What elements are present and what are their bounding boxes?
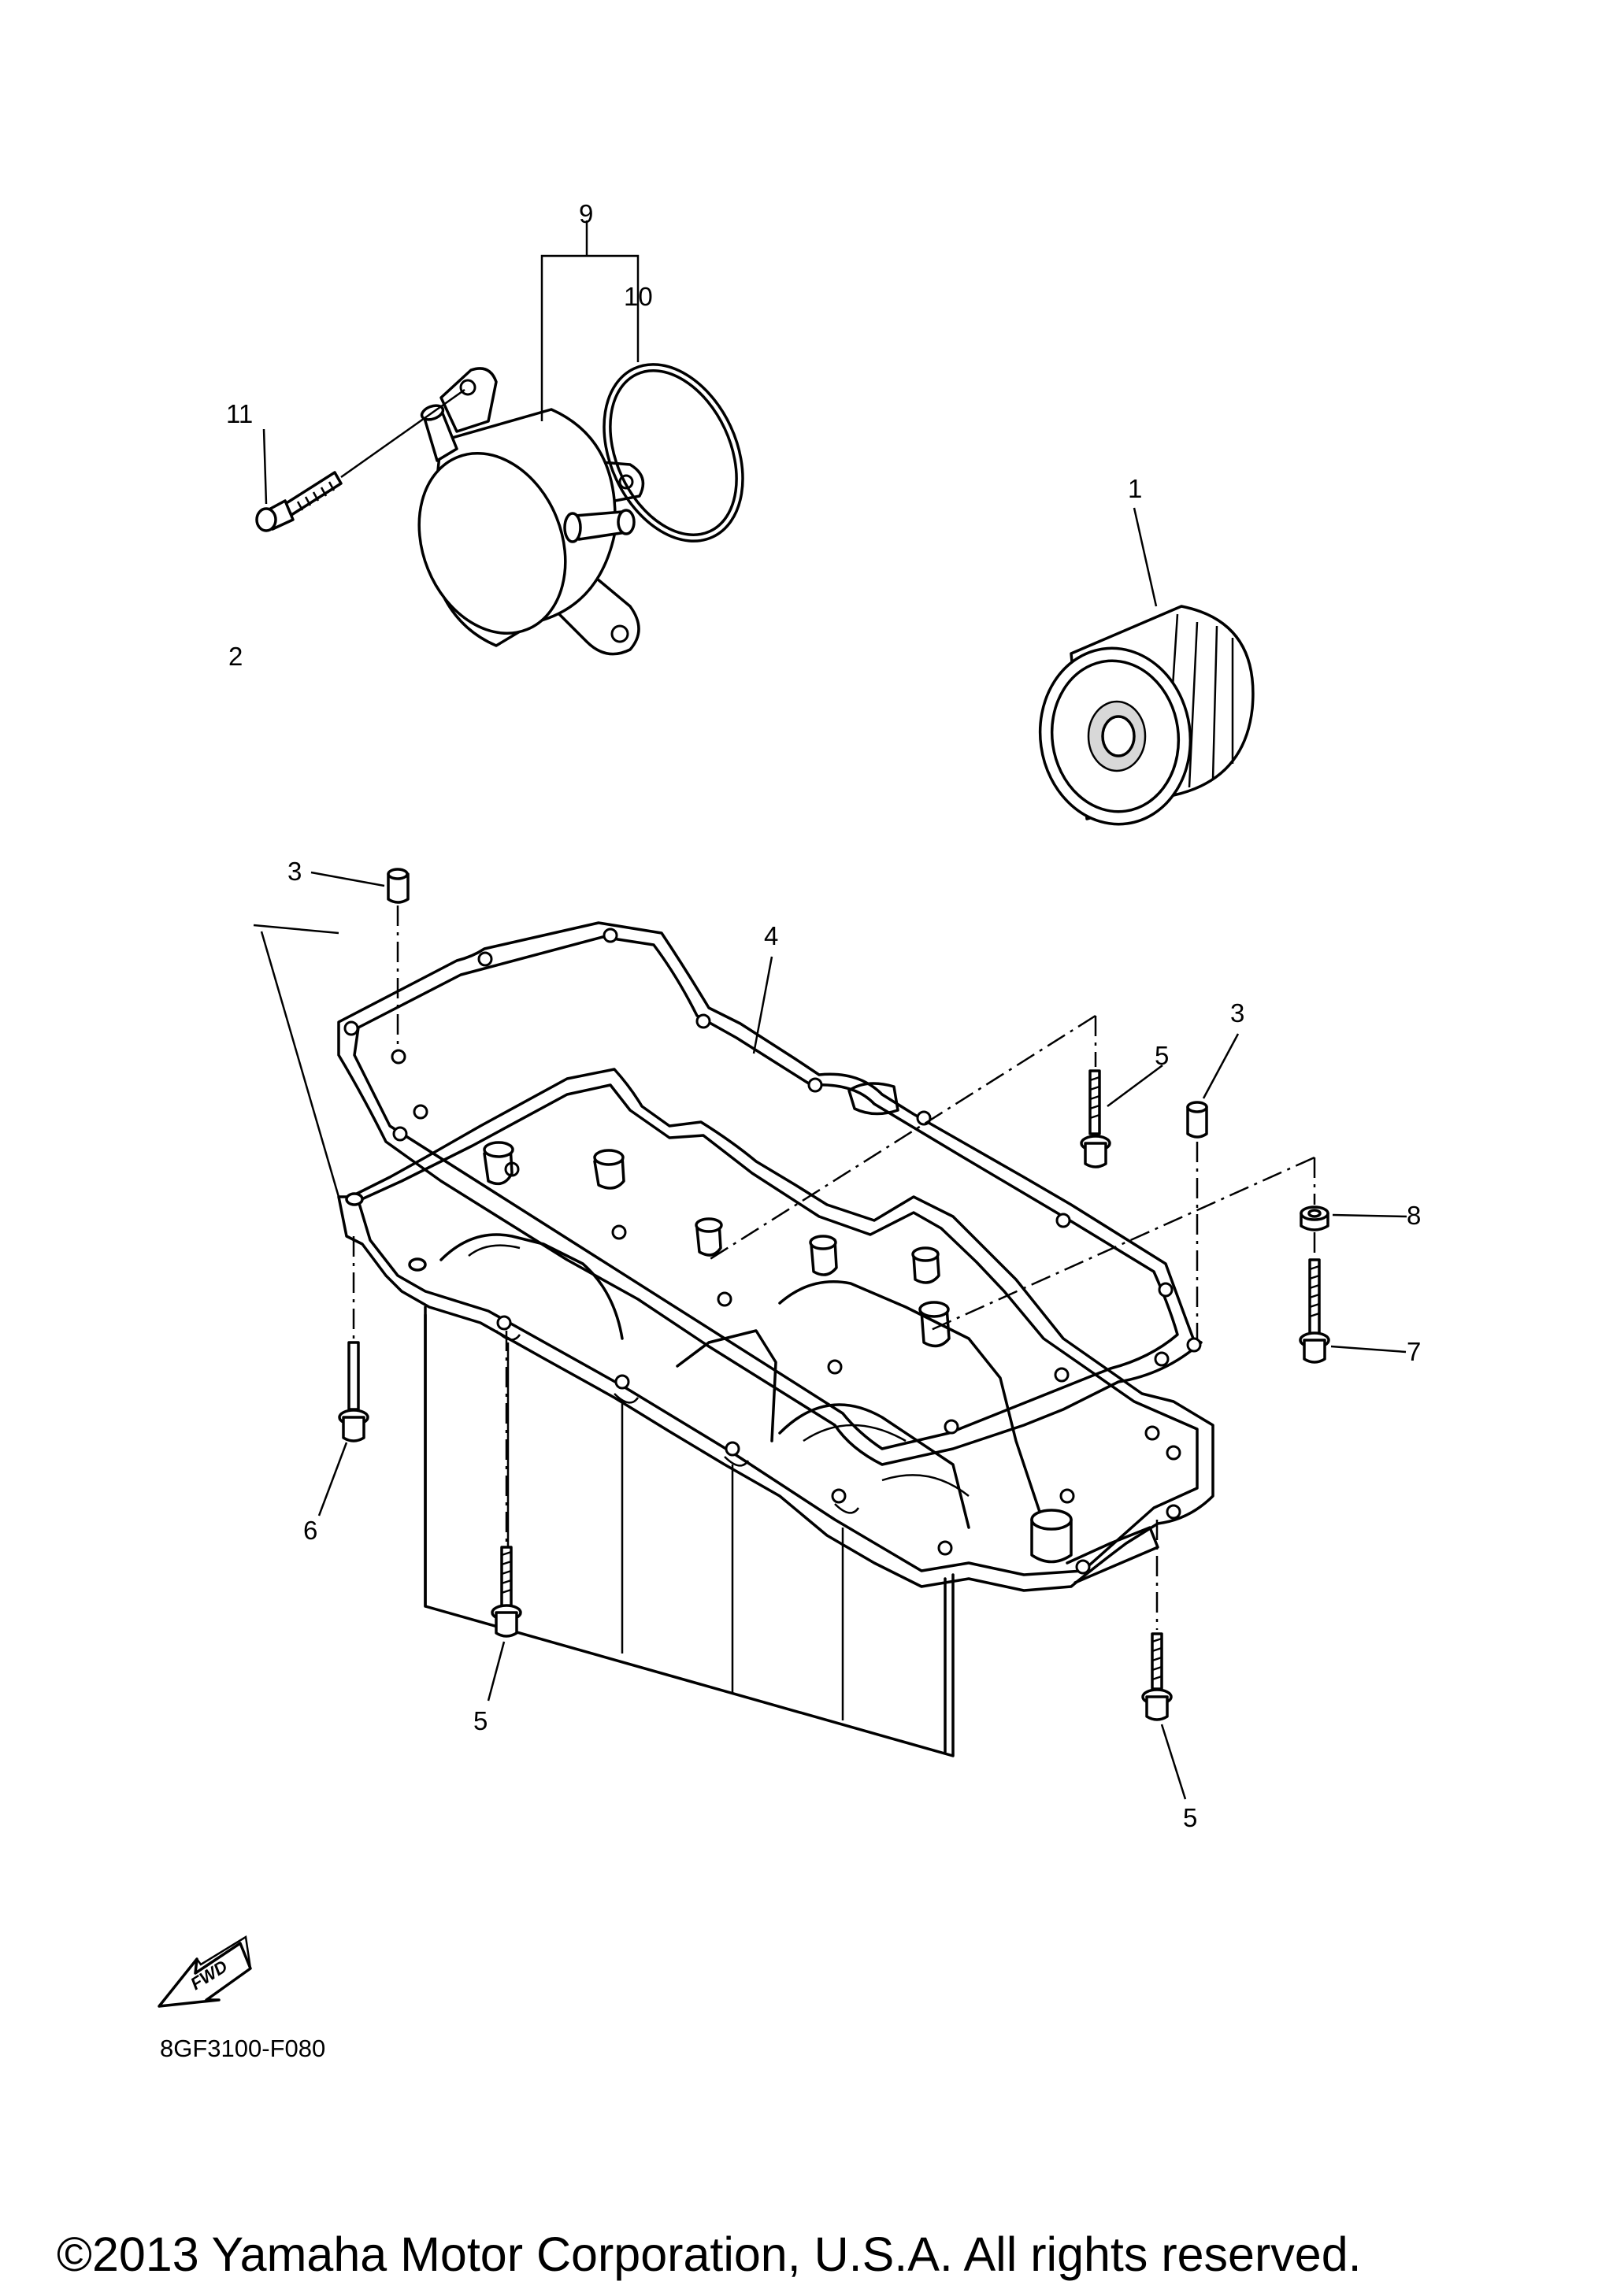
bolt-5-left [491,1546,522,1638]
callout-6: 6 [303,1516,317,1545]
bolt-5-right [1141,1632,1173,1721]
washer-8 [1300,1205,1329,1231]
callout-5-top: 5 [1155,1041,1169,1070]
callout-5-left: 5 [473,1706,488,1735]
fwd-arrow-icon: FWD [158,1935,252,2008]
callout-8: 8 [1407,1201,1421,1230]
bolt-5-top [1080,1069,1111,1168]
assembly-lines [352,905,1316,1653]
callout-3-left: 3 [287,857,302,886]
bolt-7 [1299,1258,1330,1364]
bolt-11 [255,388,465,532]
callouts: 1 2 3 3 4 5 5 5 6 7 8 9 10 11 [226,199,1421,1832]
callout-11: 11 [226,399,253,428]
callout-9: 9 [579,199,593,228]
copyright-notice: ©2013 Yamaha Motor Corporation, U.S.A. A… [57,2227,1362,2281]
dowel-pin-right [1186,1101,1208,1139]
o-ring [603,363,744,543]
callout-4: 4 [764,921,778,950]
callout-10: 10 [624,282,653,311]
oil-pan [337,1068,1214,1757]
callout-7: 7 [1407,1337,1421,1366]
gasket [337,921,1203,1466]
callout-5-right: 5 [1183,1803,1197,1832]
dowel-pin-left [387,868,410,904]
callout-2: 2 [228,642,243,671]
oil-filter [1038,605,1255,826]
callout-3-right: 3 [1230,998,1244,1028]
diagram-code: 8GF3100-F080 [160,2035,325,2062]
callout-1: 1 [1128,474,1142,503]
leader-lines [253,220,1407,1800]
bolt-6 [338,1341,369,1442]
